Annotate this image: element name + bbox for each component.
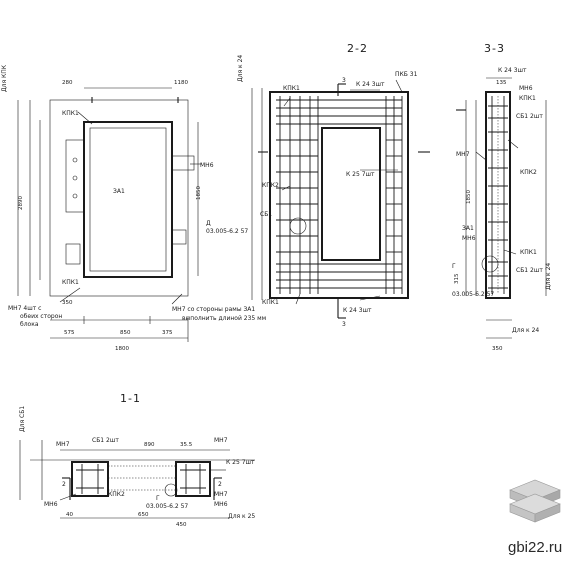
label-d: Д	[206, 220, 211, 227]
side-plate	[65, 139, 85, 213]
frame-za1	[83, 121, 173, 278]
label-mn7-11-b: МН7	[214, 491, 228, 498]
frame-inner	[89, 127, 167, 272]
note-mn7-length: выполнить длиной 235 мм	[182, 315, 266, 322]
label-sb1-11: СБ1 2шт	[92, 437, 119, 444]
dim-375: 375	[162, 330, 173, 336]
dim-450: 450	[176, 522, 187, 528]
dim-850: 850	[120, 330, 131, 336]
label-dlya-sb1: Для СБ1	[19, 406, 26, 432]
label-sb1-33-top: СБ1 2шт	[516, 113, 543, 120]
label-node-g: 03.005-6.2 57	[452, 291, 494, 298]
label-sb1-22: СБ1	[260, 211, 272, 218]
label-g: Г	[452, 263, 456, 270]
section-title-2-2: 2-2	[347, 42, 368, 55]
dim-2890: 2890	[18, 196, 24, 210]
dim-1800: 1800	[115, 346, 129, 352]
label-k24-22-top: К 24 3шт	[356, 81, 385, 88]
section-title-1-1: 1-1	[120, 392, 141, 405]
cut-3-bottom: 3	[342, 321, 346, 328]
elevation-view	[17, 87, 202, 342]
label-sb1-33-bottom: СБ1 2шт	[516, 267, 543, 274]
label-kpk2-22: КПК2	[262, 182, 279, 189]
section-3-3-view	[456, 77, 547, 339]
label-mn7-11-right: МН7	[214, 437, 228, 444]
label-za1-33: ЗА1	[462, 225, 474, 232]
label-k24-33: К 24 3шт	[498, 67, 527, 74]
label-dlya-k25: Для к 25	[228, 513, 255, 520]
label-k25-7: К 25 7шт	[346, 171, 375, 178]
dim-315-33: 315	[454, 273, 460, 284]
label-kpk1-33-bottom: КПК1	[520, 249, 537, 256]
note-mn7-4c: блока	[20, 321, 39, 328]
dim-280: 280	[62, 80, 73, 86]
label-kpk1-22-bottom: КПК1	[262, 299, 279, 306]
watermark-logo-icon	[509, 479, 561, 523]
dim-1850-left: 1850	[196, 186, 202, 200]
dim-40: 40	[66, 512, 73, 518]
label-dlya-kpk: Для КПК	[1, 64, 8, 92]
label-kpk1-22: КПК1	[283, 85, 300, 92]
dim-135-33: 135	[496, 80, 507, 86]
mn6-plate	[171, 155, 195, 171]
label-mn5-33: МН7	[456, 151, 470, 158]
label-kpk1-33-top: КПК1	[519, 95, 536, 102]
dim-35-5: 35.5	[180, 442, 193, 448]
label-za1: ЗА1	[113, 188, 125, 195]
cut-2-left: 2	[62, 481, 66, 488]
dim-890: 890	[144, 442, 155, 448]
label-pkb31: ПКБ 31	[395, 71, 418, 78]
section-title-3-3: 3-3	[484, 42, 505, 55]
dim-650: 650	[138, 512, 149, 518]
section-2-2-view	[251, 79, 430, 319]
cut-3-top: 3	[342, 77, 346, 84]
label-k25-11: К 25 7шт	[226, 459, 255, 466]
note-mn7-4b: обеих сторон	[20, 313, 62, 320]
dim-1850-33: 1850	[466, 190, 472, 204]
label-g-11: Г	[156, 495, 160, 502]
label-kpk1-top: КПК1	[62, 110, 79, 117]
label-kpk2-11: КПК2	[108, 491, 125, 498]
label-dlya-k24-33-b: Для к 24	[512, 327, 539, 334]
label-dlya-k24-33: Для к 24	[545, 263, 552, 290]
label-mn7-11-left: МН7	[56, 441, 70, 448]
dim-350: 350	[62, 300, 73, 306]
label-kpk1-bottom: КПК1	[62, 279, 79, 286]
section-1-1-view	[19, 440, 255, 519]
note-mn7-4: МН7 4шт с	[8, 305, 41, 312]
label-kpk2-33: КПК2	[520, 169, 537, 176]
label-k24-22-bottom: К 24 3шт	[343, 307, 372, 314]
label-mn6-33-b: МН6	[462, 235, 476, 242]
dim-1180: 1180	[174, 80, 188, 86]
cut-2-right: 2	[218, 481, 222, 488]
dim-350-33: 350	[492, 346, 503, 352]
watermark-text: gbi22.ru	[508, 539, 562, 556]
dim-575: 575	[64, 330, 75, 336]
elevation-outline	[49, 99, 189, 297]
label-node-g-11: 03.005-6.2 57	[146, 503, 188, 510]
note-mn7-frame: МН7 со стороны рамы ЗА1	[172, 306, 255, 313]
label-mn6-33: МН6	[519, 85, 533, 92]
label-mn6-11-b: МН6	[214, 501, 228, 508]
label-mn6-11: МН6	[44, 501, 58, 508]
label-mn6: МН6	[200, 162, 214, 169]
label-node-d: 03.005-6.2 57	[206, 228, 248, 235]
label-dlya-k24-22: Для к 24	[237, 55, 244, 82]
